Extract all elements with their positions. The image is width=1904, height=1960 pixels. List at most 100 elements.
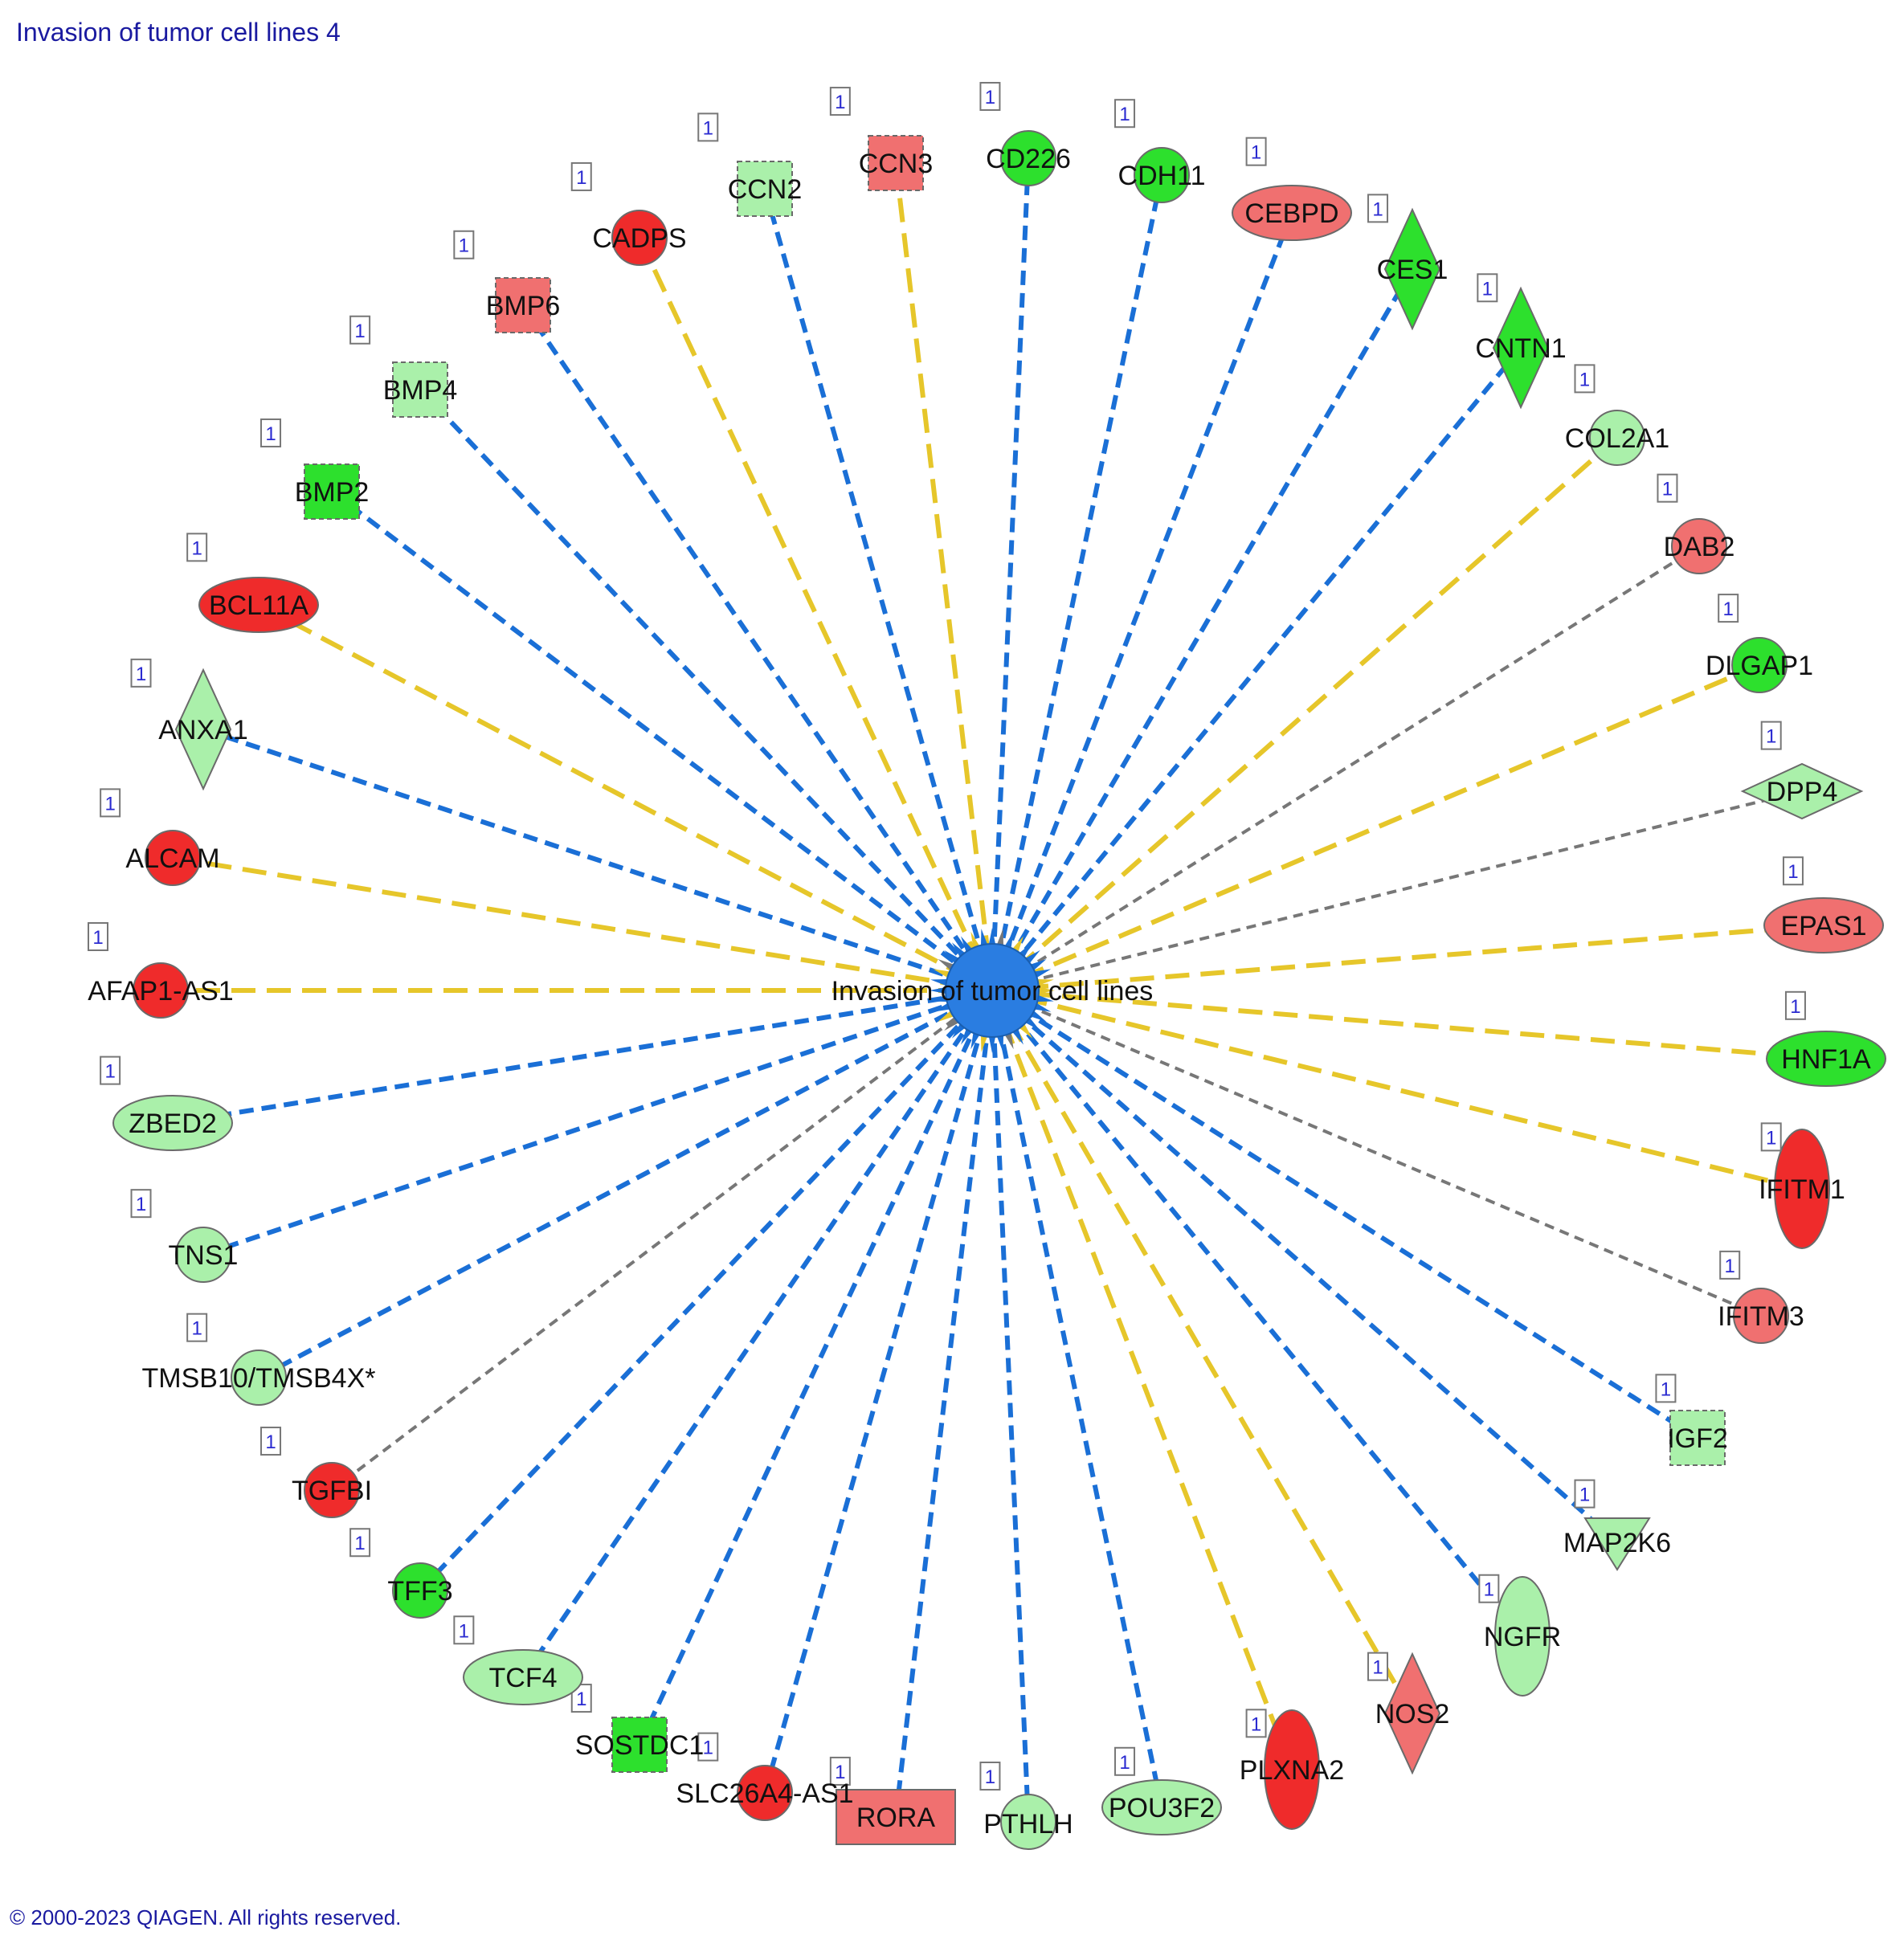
node-bmp4[interactable]: BMP4 1 <box>349 315 458 418</box>
edge-dpp4 <box>991 790 1803 992</box>
node-shape <box>1383 207 1441 331</box>
node-shape <box>1740 762 1864 820</box>
node-label: TMSB10/TMSB4X* <box>142 1363 376 1394</box>
count-badge-text: 1 <box>576 167 586 189</box>
node-shape <box>1101 1779 1222 1835</box>
node-shape <box>174 668 232 791</box>
count-badge-text: 1 <box>265 1431 276 1453</box>
count-badge: 1 <box>1574 364 1596 394</box>
edge-ifitm3 <box>991 989 1762 1317</box>
node-label: CCN2 <box>728 174 803 205</box>
nodes-layer: CCN31CD2261CDH111CEBPD1CES11CNTN11COL2A1… <box>88 82 1886 1850</box>
center-node-circle[interactable] <box>945 943 1040 1038</box>
node-shape <box>304 463 360 520</box>
count-badge: 1 <box>100 788 121 818</box>
edge-tgfbi <box>330 989 994 1492</box>
count-badge-text: 1 <box>703 117 713 139</box>
count-badge-text: 1 <box>1251 1713 1261 1735</box>
node-label: PTHLH <box>983 1809 1073 1840</box>
node-ngfr[interactable]: NGFR 1 <box>1478 1574 1561 1697</box>
node-shape <box>1232 185 1352 241</box>
count-badge-text: 1 <box>136 664 146 685</box>
count-badge: 1 <box>1478 1574 1500 1603</box>
center-node[interactable]: Invasion of tumor cell lines <box>831 928 1154 1053</box>
center-arrowhead <box>1035 986 1055 994</box>
node-dlgap1[interactable]: DLGAP1 1 <box>1706 594 1813 693</box>
count-badge: 1 <box>979 1761 1001 1791</box>
count-badge: 1 <box>260 418 282 447</box>
node-shape <box>133 962 189 1019</box>
node-tmsb10-tmsb4x[interactable]: TMSB10/TMSB4X* 1 <box>142 1313 376 1406</box>
count-badge: 1 <box>570 161 592 191</box>
count-badge: 1 <box>697 1732 719 1762</box>
count-badge: 1 <box>130 658 152 688</box>
node-label: COL2A1 <box>1565 423 1669 454</box>
count-badge-text: 1 <box>191 1318 202 1340</box>
node-label: NGFR <box>1484 1622 1561 1652</box>
count-badge: 1 <box>349 315 371 345</box>
count-badge-text: 1 <box>104 1061 115 1083</box>
count-badge: 1 <box>1760 1122 1782 1152</box>
edges-layer <box>161 157 1827 1823</box>
node-label: CNTN1 <box>1475 333 1566 364</box>
count-badge: 1 <box>1784 990 1806 1020</box>
count-badge: 1 <box>1367 194 1389 223</box>
count-badge: 1 <box>186 1313 208 1342</box>
count-badge: 1 <box>453 230 475 259</box>
node-shape <box>868 135 924 191</box>
node-shape <box>1492 286 1550 410</box>
node-pthlh[interactable]: PTHLH 1 <box>979 1761 1073 1850</box>
node-shape <box>463 1649 583 1705</box>
count-badge-text: 1 <box>1723 598 1734 620</box>
edge-cadps <box>637 236 995 992</box>
count-badge: 1 <box>100 1056 121 1085</box>
count-badge-text: 1 <box>354 321 365 342</box>
node-label: BMP4 <box>383 375 458 406</box>
node-ccn2[interactable]: CCN2 1 <box>697 112 803 217</box>
node-shape <box>392 1562 448 1619</box>
edge-ccn3 <box>893 162 995 991</box>
count-badge: 1 <box>1655 1374 1677 1403</box>
node-label: CDH11 <box>1118 161 1206 191</box>
node-label: DPP4 <box>1767 777 1838 807</box>
copyright-notice: © 2000-2023 QIAGEN. All rights reserved. <box>10 1905 402 1929</box>
count-badge: 1 <box>1114 1746 1136 1776</box>
count-badge: 1 <box>1245 137 1267 166</box>
edge-dab2 <box>991 545 1701 992</box>
node-col2a1[interactable]: COL2A1 1 <box>1565 364 1669 466</box>
edge-ngfr <box>990 989 1525 1638</box>
node-label: DLGAP1 <box>1706 651 1813 681</box>
